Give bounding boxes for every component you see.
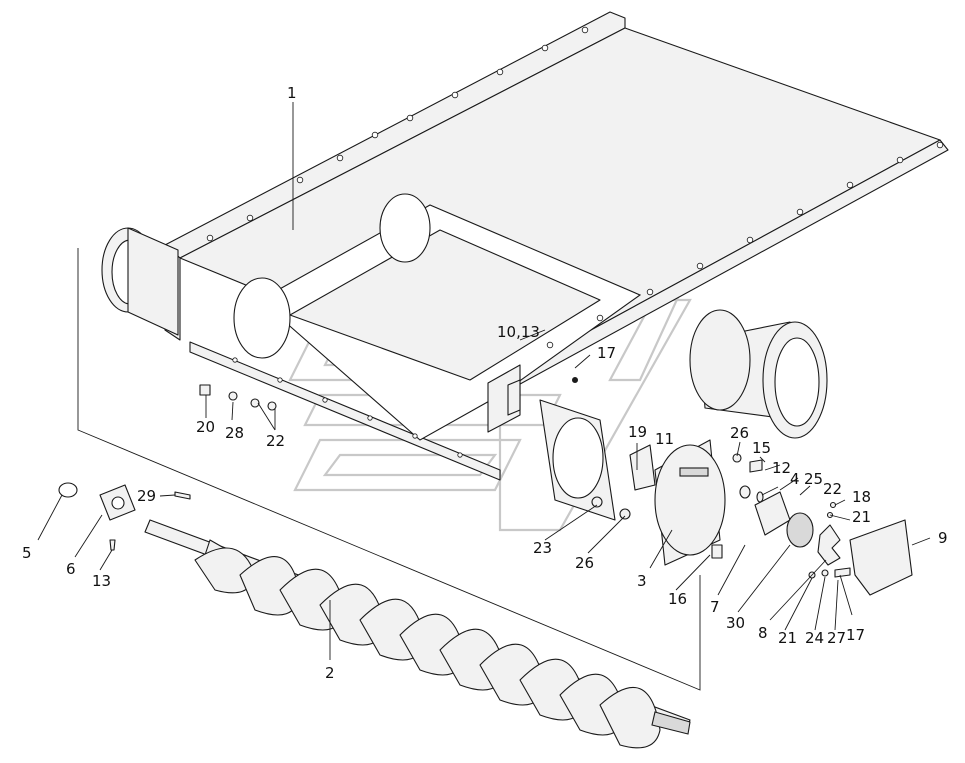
callout-24: 24 — [805, 629, 824, 647]
callout-12: 12 — [772, 459, 791, 477]
callout-20: 20 — [196, 418, 215, 436]
callout-26-bottom: 26 — [575, 554, 594, 572]
callout-11: 11 — [655, 430, 674, 448]
callout-22-right: 22 — [823, 480, 842, 498]
callout-2: 2 — [325, 664, 335, 682]
leader-lines — [37, 102, 931, 660]
callout-7: 7 — [710, 598, 720, 616]
callout-19: 19 — [628, 423, 647, 441]
callout-21-bottom: 21 — [778, 629, 797, 647]
callout-17-bottom: 17 — [846, 626, 865, 644]
callout-16: 16 — [668, 590, 687, 608]
callout-18: 18 — [852, 488, 871, 506]
callout-3: 3 — [637, 572, 647, 590]
callout-28: 28 — [225, 424, 244, 442]
callout-9: 9 — [938, 529, 948, 547]
drive-end-assembly — [539, 399, 913, 596]
callout-8: 8 — [758, 624, 768, 642]
callout-17-top: 17 — [597, 344, 616, 362]
callout-22-left: 22 — [266, 432, 285, 450]
callout-27: 27 — [827, 629, 846, 647]
callout-25: 25 — [804, 470, 823, 488]
callout-4: 4 — [790, 470, 800, 488]
callout-10-13: 10,13 — [497, 323, 540, 341]
callouts: 1 2 3 4 5 6 7 8 9 10,13 11 12 13 15 16 1… — [22, 84, 948, 682]
callout-26-right: 26 — [730, 424, 749, 442]
left-small-parts — [58, 384, 277, 551]
callout-29: 29 — [137, 487, 156, 505]
callout-5: 5 — [22, 544, 32, 562]
auger — [144, 519, 691, 749]
auger-flights — [194, 547, 661, 749]
callout-21-right: 21 — [852, 508, 871, 526]
callout-1: 1 — [287, 84, 297, 102]
callout-23: 23 — [533, 539, 552, 557]
callout-15: 15 — [752, 439, 771, 457]
trough-frame — [101, 11, 949, 481]
callout-30: 30 — [726, 614, 745, 632]
callout-6: 6 — [66, 560, 76, 578]
callout-13: 13 — [92, 572, 111, 590]
